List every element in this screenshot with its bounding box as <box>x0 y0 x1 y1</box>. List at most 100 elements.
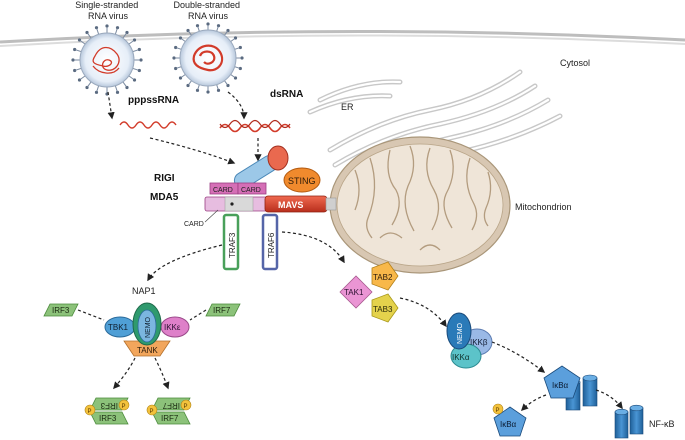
sting-label: STING <box>288 176 316 186</box>
mitochondrion-label: Mitochondrion <box>515 202 572 212</box>
virus-spike <box>122 81 127 87</box>
card-domain <box>237 182 267 195</box>
virus-spike <box>75 67 82 71</box>
virus-spike-tip <box>216 88 221 92</box>
virus-spike-tip <box>216 24 221 28</box>
dsrna-strand <box>219 123 291 133</box>
phospho-ikba: P <box>496 408 500 414</box>
tab2-label: TAB2 <box>373 273 393 282</box>
rigi-helicase <box>233 145 289 189</box>
nemo-left-label: NEMO <box>145 316 152 338</box>
virus-spike <box>132 67 139 71</box>
traf3-label: TRAF3 <box>228 232 237 258</box>
virus-spike-tip <box>115 26 120 30</box>
irf3-dimer-top-label: IRF3 <box>100 401 118 410</box>
virus-spike-tip <box>174 66 178 71</box>
traf6-protein <box>261 213 279 271</box>
cytosol-label: Cytosol <box>560 58 590 68</box>
mavs-label: MAVS <box>278 200 303 210</box>
tbk1-complex <box>104 302 190 357</box>
pppssrna-label: pppssRNA <box>128 95 179 106</box>
virus-spike <box>87 81 92 87</box>
mitochondrion-icon <box>329 136 511 274</box>
virus-spike <box>87 33 92 39</box>
irf7-dimer-bottom-label: IRF7 <box>161 414 179 423</box>
er-label: ER <box>341 102 354 112</box>
tbk1-label: TBK1 <box>108 323 129 332</box>
virus-spike-tip <box>195 24 200 28</box>
virus-spike <box>114 85 118 92</box>
ikke-label: IKKε <box>164 323 181 332</box>
phospho-irf7-b: P <box>184 404 188 410</box>
phospho-irf7-a: P <box>150 409 154 415</box>
ikba-complex-label: IκBα <box>552 381 569 390</box>
virus-spike-tip <box>94 90 99 94</box>
virus-spike <box>75 49 82 53</box>
irf3-left-label: IRF3 <box>52 306 70 315</box>
virus-spike <box>96 85 100 92</box>
ikba-nfkb-complex <box>543 365 598 411</box>
mavs-protein <box>204 195 337 213</box>
virus-spike-tip <box>172 56 176 60</box>
ikka-label: IKKα <box>452 353 470 362</box>
ikk-complex <box>446 312 493 369</box>
mda5-label: MDA5 <box>150 192 179 203</box>
ikkb-label: IKKβ <box>470 338 488 347</box>
irf7-dimer-top-label: IRF7 <box>162 401 180 410</box>
virus-spike-tip <box>174 45 178 50</box>
virus-spike-tip <box>238 45 242 50</box>
phospho-irf3-b: P <box>122 404 126 410</box>
virus-spike <box>96 28 100 35</box>
traf3-protein <box>222 213 240 271</box>
virus-spike <box>128 75 134 80</box>
virus-spike-tip <box>115 90 120 94</box>
rigi-label: RIGI <box>154 173 175 184</box>
tak1-label: TAK1 <box>344 288 364 297</box>
virus-spike <box>114 28 118 35</box>
virus-spike-tip <box>137 47 141 52</box>
virus-spike-tip <box>137 68 141 73</box>
ikba-free <box>492 403 527 437</box>
virus-spike <box>80 40 86 45</box>
virus-spike-tip <box>71 58 75 62</box>
irf7-protein <box>205 303 241 317</box>
traf6-label: TRAF6 <box>267 232 276 258</box>
nap1-label: NAP1 <box>132 286 156 296</box>
virus-icon <box>71 24 143 96</box>
dsrna-label: dsRNA <box>270 89 303 100</box>
virus-spike-tip <box>105 24 109 28</box>
irf7-right-label: IRF7 <box>213 306 231 315</box>
nfkb-label: NF-κB <box>649 419 675 429</box>
virus-spike <box>132 49 139 53</box>
irf3-dimer <box>84 397 130 425</box>
virus-spike-tip <box>206 22 210 26</box>
virus-spike-tip <box>195 88 200 92</box>
single-virus-label: Single-stranded RNA virus <box>75 0 141 21</box>
svg-text:CARD: CARD <box>213 187 233 194</box>
card-c-label: CARD <box>184 221 204 228</box>
sting-protein <box>283 167 321 193</box>
ssrna-strand <box>119 121 177 129</box>
virus-spike-tip <box>238 66 242 71</box>
virus-spike-tip <box>139 58 143 62</box>
virus-icon <box>172 22 244 94</box>
phospho-irf3-a: P <box>88 409 92 415</box>
tak1-complex <box>339 261 399 323</box>
virus-spike <box>80 75 86 80</box>
irf7-dimer <box>146 397 192 425</box>
irf3-dimer-bottom-label: IRF3 <box>99 414 117 423</box>
virus-spike <box>122 33 127 39</box>
tab3-label: TAB3 <box>373 305 393 314</box>
virus-spike-tip <box>94 26 99 30</box>
virus-spike-tip <box>73 47 77 52</box>
double-virus-label: Double-stranded RNA virus <box>173 0 242 21</box>
nfkb-dimer <box>614 404 644 439</box>
nemo-right-label: NEMO <box>457 322 464 344</box>
virus-spike-tip <box>240 56 244 60</box>
virus-spike-tip <box>73 68 77 73</box>
svg-text:CARD: CARD <box>241 187 261 194</box>
tank-label: TANK <box>137 346 158 355</box>
irf3-protein <box>43 303 79 317</box>
